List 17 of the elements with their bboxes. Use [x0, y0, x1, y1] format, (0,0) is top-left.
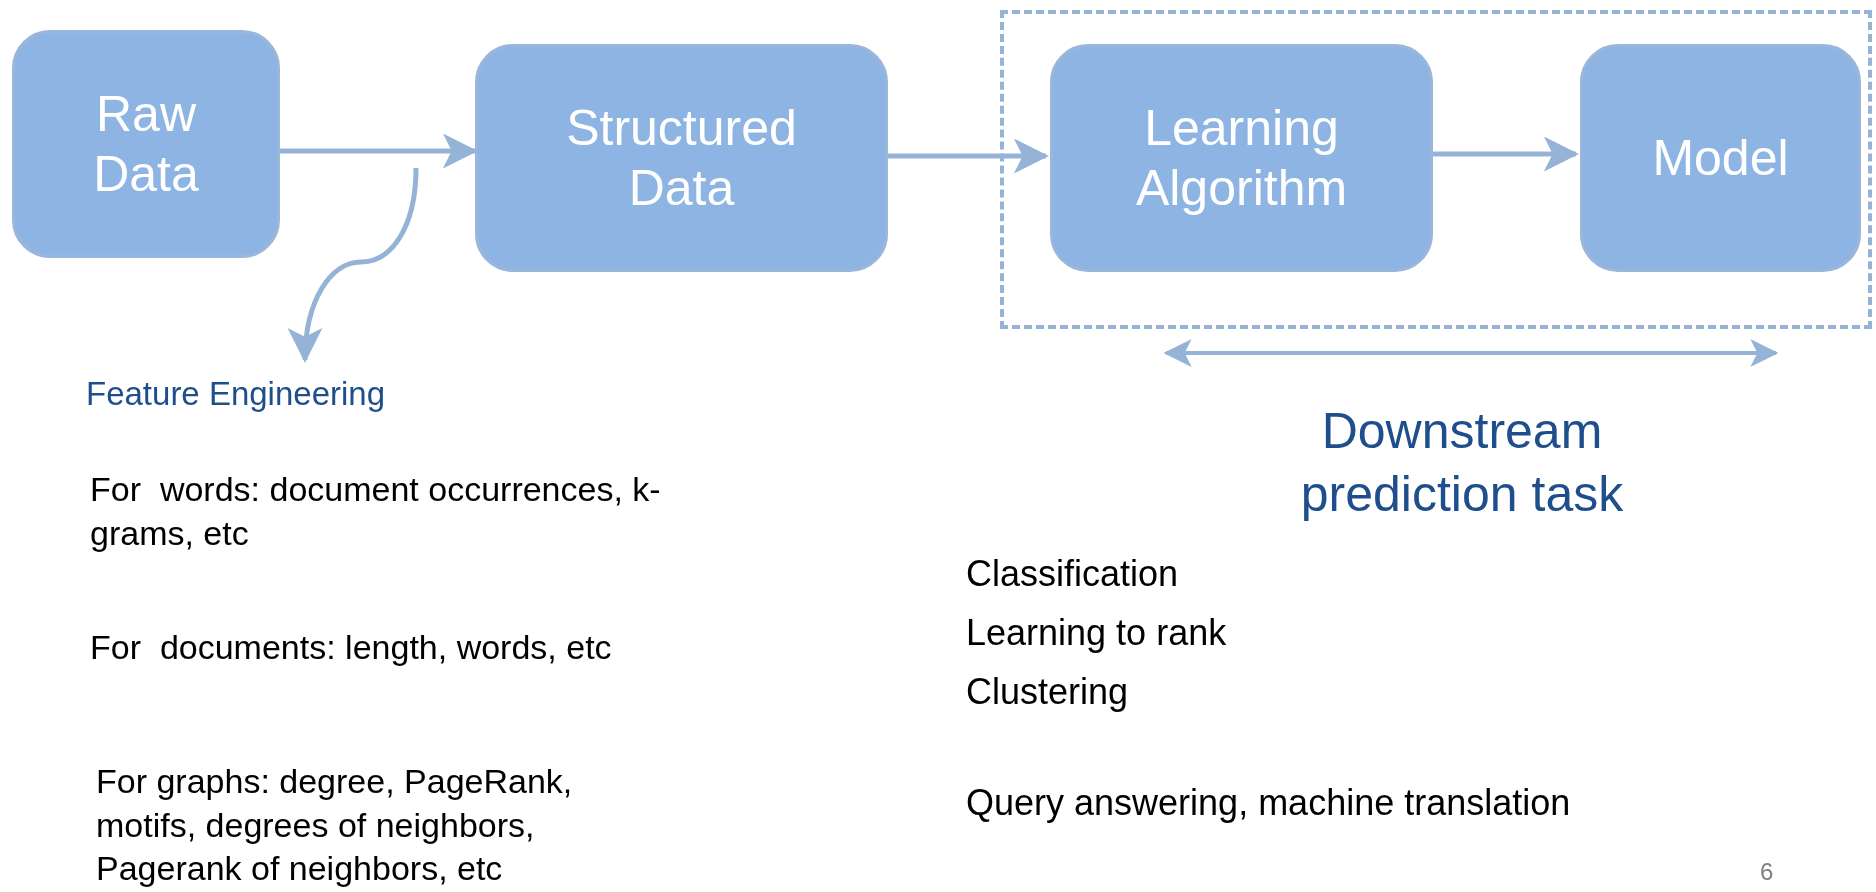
- note-text: Classification: [966, 552, 1180, 596]
- feature-engineering-text: Feature Engineering: [86, 375, 386, 413]
- note-text: Learning to rank: [966, 611, 1228, 655]
- process-box: Learning Algorithm: [1050, 44, 1433, 272]
- arrow: [888, 138, 1049, 174]
- note-text: For graphs: degree, PageRank, motifs, degrees of neighbors, Pagerank of neighbors, etc: [96, 761, 574, 890]
- process-box: Raw Data: [12, 30, 280, 258]
- note-text: Query answering, machine translation: [966, 781, 1572, 825]
- note-text: For documents: length, words, etc: [90, 627, 613, 668]
- page-number: 6: [1760, 857, 1775, 887]
- dashed-group-box: [1000, 10, 1872, 329]
- note-text: For words: document occurrences, k-grams, etc: [90, 469, 662, 555]
- process-box: Structured Data: [475, 44, 888, 272]
- section-heading: Downstream prediction task: [1299, 402, 1625, 524]
- note-text: Clustering: [966, 670, 1130, 714]
- arrow: [288, 167, 419, 363]
- process-box: Model: [1580, 44, 1861, 272]
